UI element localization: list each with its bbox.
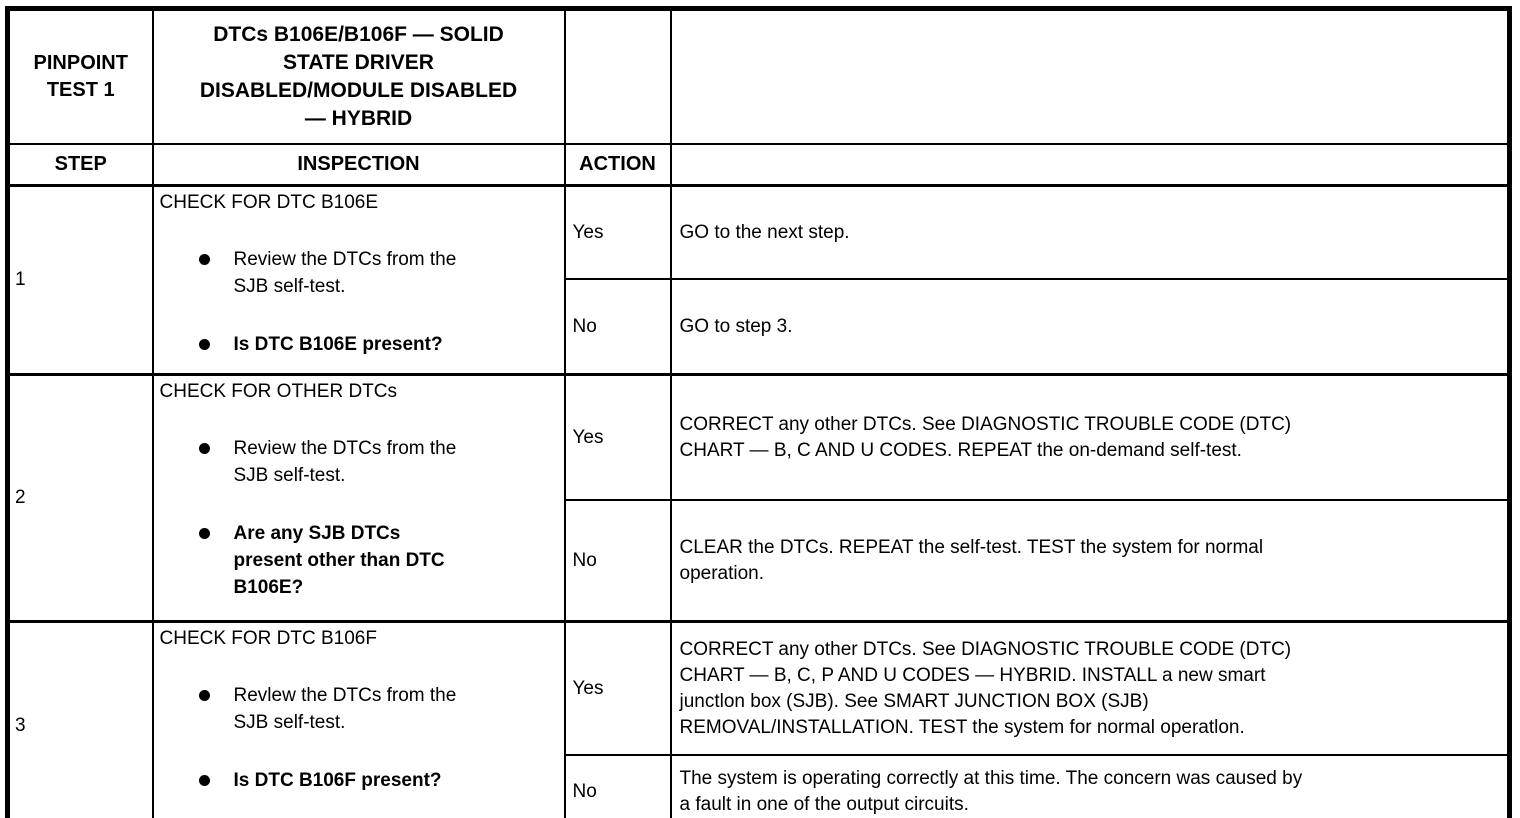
table-title: DTCs B106E/B106F — SOLID STATE DRIVER DI…	[151, 7, 566, 145]
bullet-icon	[198, 254, 210, 265]
step-number: 3	[6, 620, 154, 818]
bullet-icon	[198, 339, 210, 350]
yes-label: Yes	[563, 184, 671, 280]
bullet-list: Review the DTCs from the SJB self-test. …	[160, 435, 558, 601]
column-header-row: STEP INSPECTION ACTION	[6, 143, 1511, 187]
steps-body: 1 CHECK FOR DTC B106E Review the DTCs fr…	[6, 184, 1511, 818]
bullet-list: Review the DTCs from the SJB self-test. …	[160, 246, 558, 358]
check-title: CHECK FOR OTHER DTCs	[159, 381, 398, 402]
bullet-icon	[198, 528, 210, 539]
inspection-cell: CHECK FOR DTC B106F Revlew the DTCs from…	[151, 620, 566, 818]
step-number: 2	[6, 373, 154, 623]
title-row-action-spacer	[563, 7, 672, 145]
step-row-no: No GO to step 3.	[8, 278, 1511, 376]
pinpoint-test-label: PINPOINT TEST 1	[6, 7, 154, 145]
title-row-result-spacer	[669, 7, 1511, 145]
step-row-yes: 3 CHECK FOR DTC B106F Revlew the DTCs fr…	[6, 620, 1511, 818]
step-row-yes: 1 CHECK FOR DTC B106E Review the DTCs fr…	[6, 184, 1511, 376]
bullet-item: Review the DTCs from the SJB self-test.	[198, 246, 558, 300]
inspection-cell: CHECK FOR OTHER DTCs Review the DTCs fro…	[151, 373, 566, 623]
yes-label: Yes	[563, 373, 671, 501]
yes-label: Yes	[563, 620, 671, 756]
no-action: CLEAR the DTCs. REPEAT the self-test. TE…	[669, 499, 1511, 623]
yes-action: GO to the next step.	[669, 184, 1511, 280]
bullet-text: Is DTC B106E present?	[233, 334, 443, 355]
check-title: CHECK FOR DTC B106F	[159, 628, 377, 649]
no-label: No	[563, 278, 671, 376]
bullet-icon	[198, 690, 210, 701]
column-header-spacer	[669, 143, 1511, 187]
bullet-item: Are any SJB DTCs present other than DTC …	[198, 520, 558, 601]
step-row-no: No CLEAR the DTCs. REPEAT the self-test.…	[8, 499, 1511, 623]
bullet-list: Revlew the DTCs from the SJB self-test. …	[160, 682, 558, 794]
inspection-cell: CHECK FOR DTC B106E Review the DTCs from…	[151, 184, 566, 376]
bullet-item: Review the DTCs from the SJB self-test.	[198, 435, 558, 489]
bullet-text: Is DTC B106F present?	[233, 770, 442, 791]
bullet-text: Review the DTCs from the SJB self-test.	[233, 249, 457, 297]
no-action: The system is operating correctly at thi…	[669, 754, 1511, 818]
yes-action: CORRECT any other DTCs. See DIAGNOSTIC T…	[669, 620, 1511, 756]
no-action: GO to step 3.	[669, 278, 1511, 376]
title-row: PINPOINT TEST 1 DTCs B106E/B106F — SOLID…	[6, 7, 1511, 145]
column-header-action: ACTION	[563, 143, 672, 187]
step-row-no: No The system is operating correctly at …	[8, 754, 1511, 818]
bullet-item: Is DTC B106E present?	[198, 331, 558, 358]
bullet-icon	[198, 775, 210, 786]
column-header-step: STEP	[6, 143, 154, 187]
check-title: CHECK FOR DTC B106E	[159, 192, 379, 213]
no-label: No	[563, 754, 671, 818]
bullet-text: Review the DTCs from the SJB self-test.	[233, 438, 457, 486]
pinpoint-test-table: PINPOINT TEST 1 DTCs B106E/B106F — SOLID…	[5, 6, 1512, 818]
column-header-inspection: INSPECTION	[151, 143, 566, 187]
no-label: No	[563, 499, 671, 623]
bullet-item: Revlew the DTCs from the SJB self-test.	[198, 682, 558, 736]
step-number: 1	[6, 184, 154, 376]
bullet-icon	[198, 443, 210, 454]
bullet-text: Are any SJB DTCs present other than DTC …	[233, 523, 445, 598]
yes-action: CORRECT any other DTCs. See DIAGNOSTIC T…	[669, 373, 1511, 501]
bullet-item: Is DTC B106F present?	[198, 767, 558, 794]
step-row-yes: 2 CHECK FOR OTHER DTCs Review the DTCs f…	[6, 373, 1511, 623]
bullet-text: Revlew the DTCs from the SJB self-test.	[233, 685, 457, 733]
